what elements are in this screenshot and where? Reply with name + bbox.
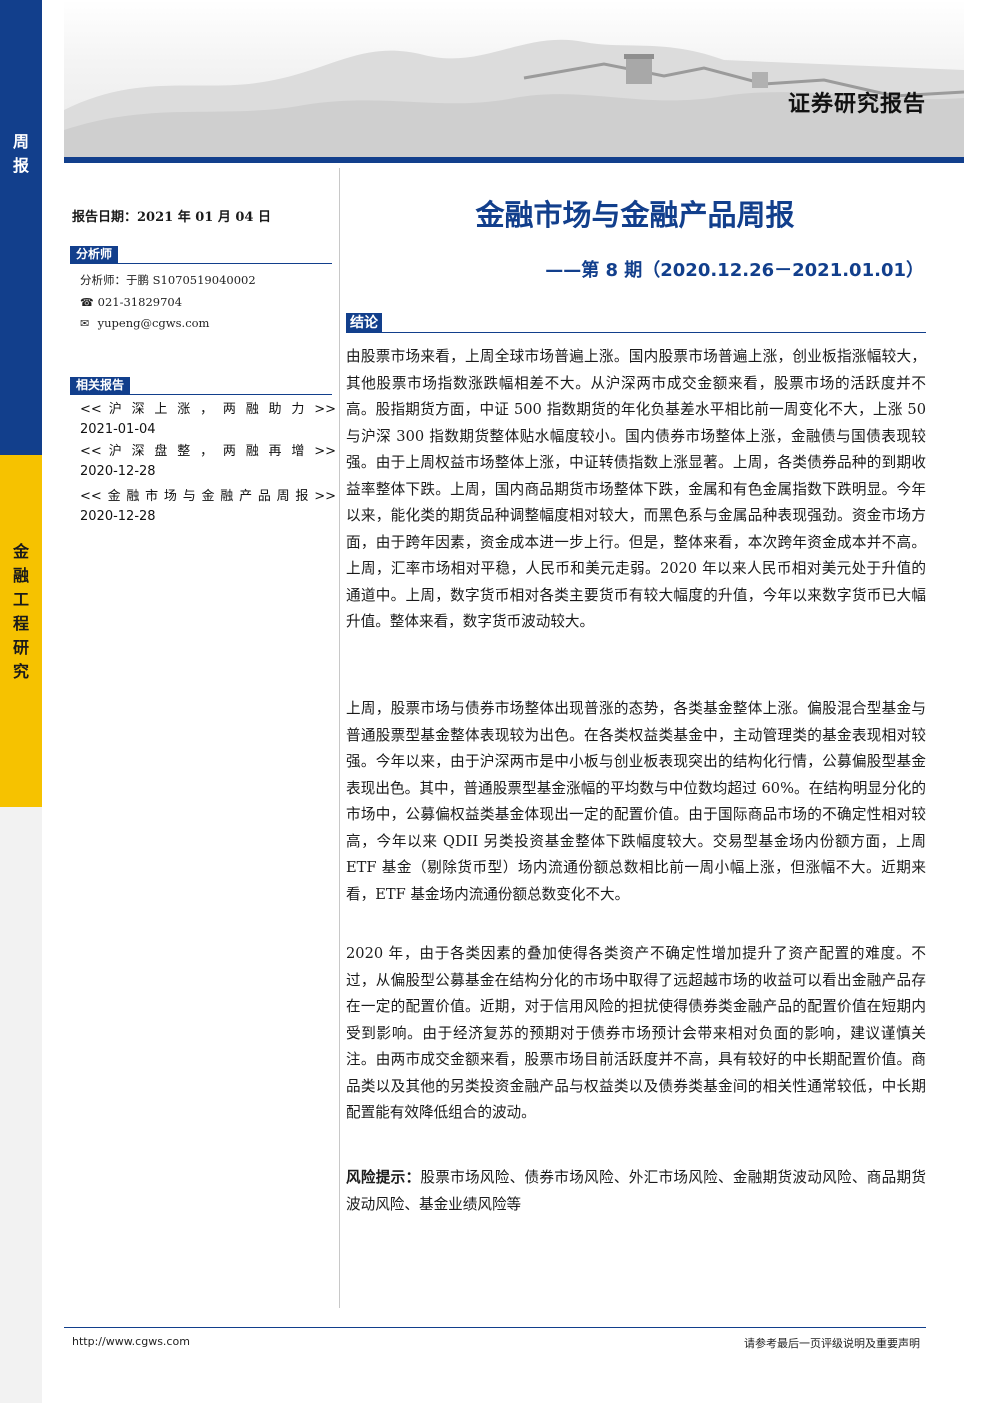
related-report[interactable]: << 沪 深 上 涨 ， 两 融 助 力 >> 2021-01-04 bbox=[80, 400, 336, 440]
report-title: 金融市场与金融产品周报 bbox=[475, 198, 795, 232]
sidebar-department: 金 融 工 程 研 究 bbox=[0, 540, 42, 684]
analyst-section-tab: 分析师 bbox=[70, 246, 119, 263]
footer-disclaimer: 请参考最后一页评级说明及重要声明 bbox=[744, 1337, 920, 1350]
analyst-section-line bbox=[70, 263, 332, 264]
report-date: 报告日期：2021 年 01 月 04 日 bbox=[72, 210, 271, 225]
sidebar-char: 金 bbox=[12, 542, 29, 561]
related-report-title[interactable]: <<金融市场与金融产品周报>> bbox=[80, 489, 336, 504]
related-report-date: 2020-12-28 bbox=[80, 509, 156, 524]
analyst-name: 分析师：于鹏 S1070519040002 bbox=[80, 273, 256, 287]
risk-label: 风险提示： bbox=[346, 1169, 421, 1186]
risk-text: 股票市场风险、债券市场风险、外汇市场风险、金融期货波动风险、商品期货波动风险、基… bbox=[346, 1169, 926, 1213]
analyst-phone-row: ☎ 021-31829704 bbox=[80, 295, 182, 309]
risk-warning: 风险提示：股票市场风险、债券市场风险、外汇市场风险、金融期货波动风险、商品期货波… bbox=[346, 1165, 926, 1218]
conclusion-paragraph: 2020 年，由于各类因素的叠加使得各类资产不确定性增加提升了资产配置的难度。不… bbox=[346, 945, 926, 1121]
sidebar-char: 周 bbox=[12, 132, 29, 151]
sidebar-char: 融 bbox=[12, 566, 29, 585]
sidebar-report-type: 周 报 bbox=[0, 130, 42, 178]
report-subtitle: ——第 8 期（2020.12.26－2021.01.01） bbox=[545, 260, 924, 281]
header-rule bbox=[64, 157, 964, 163]
mail-icon: ✉ bbox=[80, 317, 90, 330]
header-banner: 证券研究报告 bbox=[64, 0, 964, 158]
conclusion-paragraph: 由股票市场来看，上周全球市场普遍上涨。国内股票市场普遍上涨，创业板指涨幅较大，其… bbox=[346, 348, 926, 630]
related-report[interactable]: <<金融市场与金融产品周报>> 2020-12-28 bbox=[80, 487, 336, 527]
related-report[interactable]: << 沪 深 盘 整 ， 两 融 再 增 >> 2020-12-28 bbox=[80, 442, 336, 482]
related-section-line bbox=[70, 394, 332, 395]
conclusion-section-tab: 结论 bbox=[346, 313, 382, 333]
sidebar-char: 报 bbox=[12, 156, 29, 175]
banner-title: 证券研究报告 bbox=[787, 91, 926, 117]
conclusion-paragraph: 上周，股票市场与债券市场整体出现普涨的态势，各类基金整体上涨。偏股混合型基金与普… bbox=[346, 700, 926, 903]
sidebar-char: 程 bbox=[12, 614, 29, 633]
analyst-email-row: ✉ yupeng@cgws.com bbox=[80, 316, 209, 330]
related-section-tab: 相关报告 bbox=[70, 377, 131, 394]
analyst-email[interactable]: yupeng@cgws.com bbox=[97, 316, 210, 330]
related-report-date: 2020-12-28 bbox=[80, 464, 156, 479]
related-report-title[interactable]: << 沪 深 盘 整 ， 两 融 再 增 >> bbox=[80, 444, 336, 459]
sidebar-yellow-block bbox=[0, 455, 42, 807]
sidebar-blue-block bbox=[0, 0, 42, 455]
footer-url[interactable]: http://www.cgws.com bbox=[72, 1335, 190, 1348]
phone-icon: ☎ bbox=[80, 296, 94, 309]
footer-rule bbox=[64, 1327, 926, 1328]
great-wall-illustration bbox=[64, 39, 964, 158]
column-divider bbox=[339, 168, 340, 1308]
related-report-title[interactable]: << 沪 深 上 涨 ， 两 融 助 力 >> bbox=[80, 402, 336, 417]
conclusion-section-line bbox=[346, 332, 926, 333]
analyst-phone: 021-31829704 bbox=[97, 295, 183, 309]
sidebar-char: 究 bbox=[12, 662, 29, 681]
sidebar-char: 研 bbox=[12, 638, 29, 657]
related-report-date: 2021-01-04 bbox=[80, 422, 156, 437]
sidebar-char: 工 bbox=[12, 590, 29, 609]
